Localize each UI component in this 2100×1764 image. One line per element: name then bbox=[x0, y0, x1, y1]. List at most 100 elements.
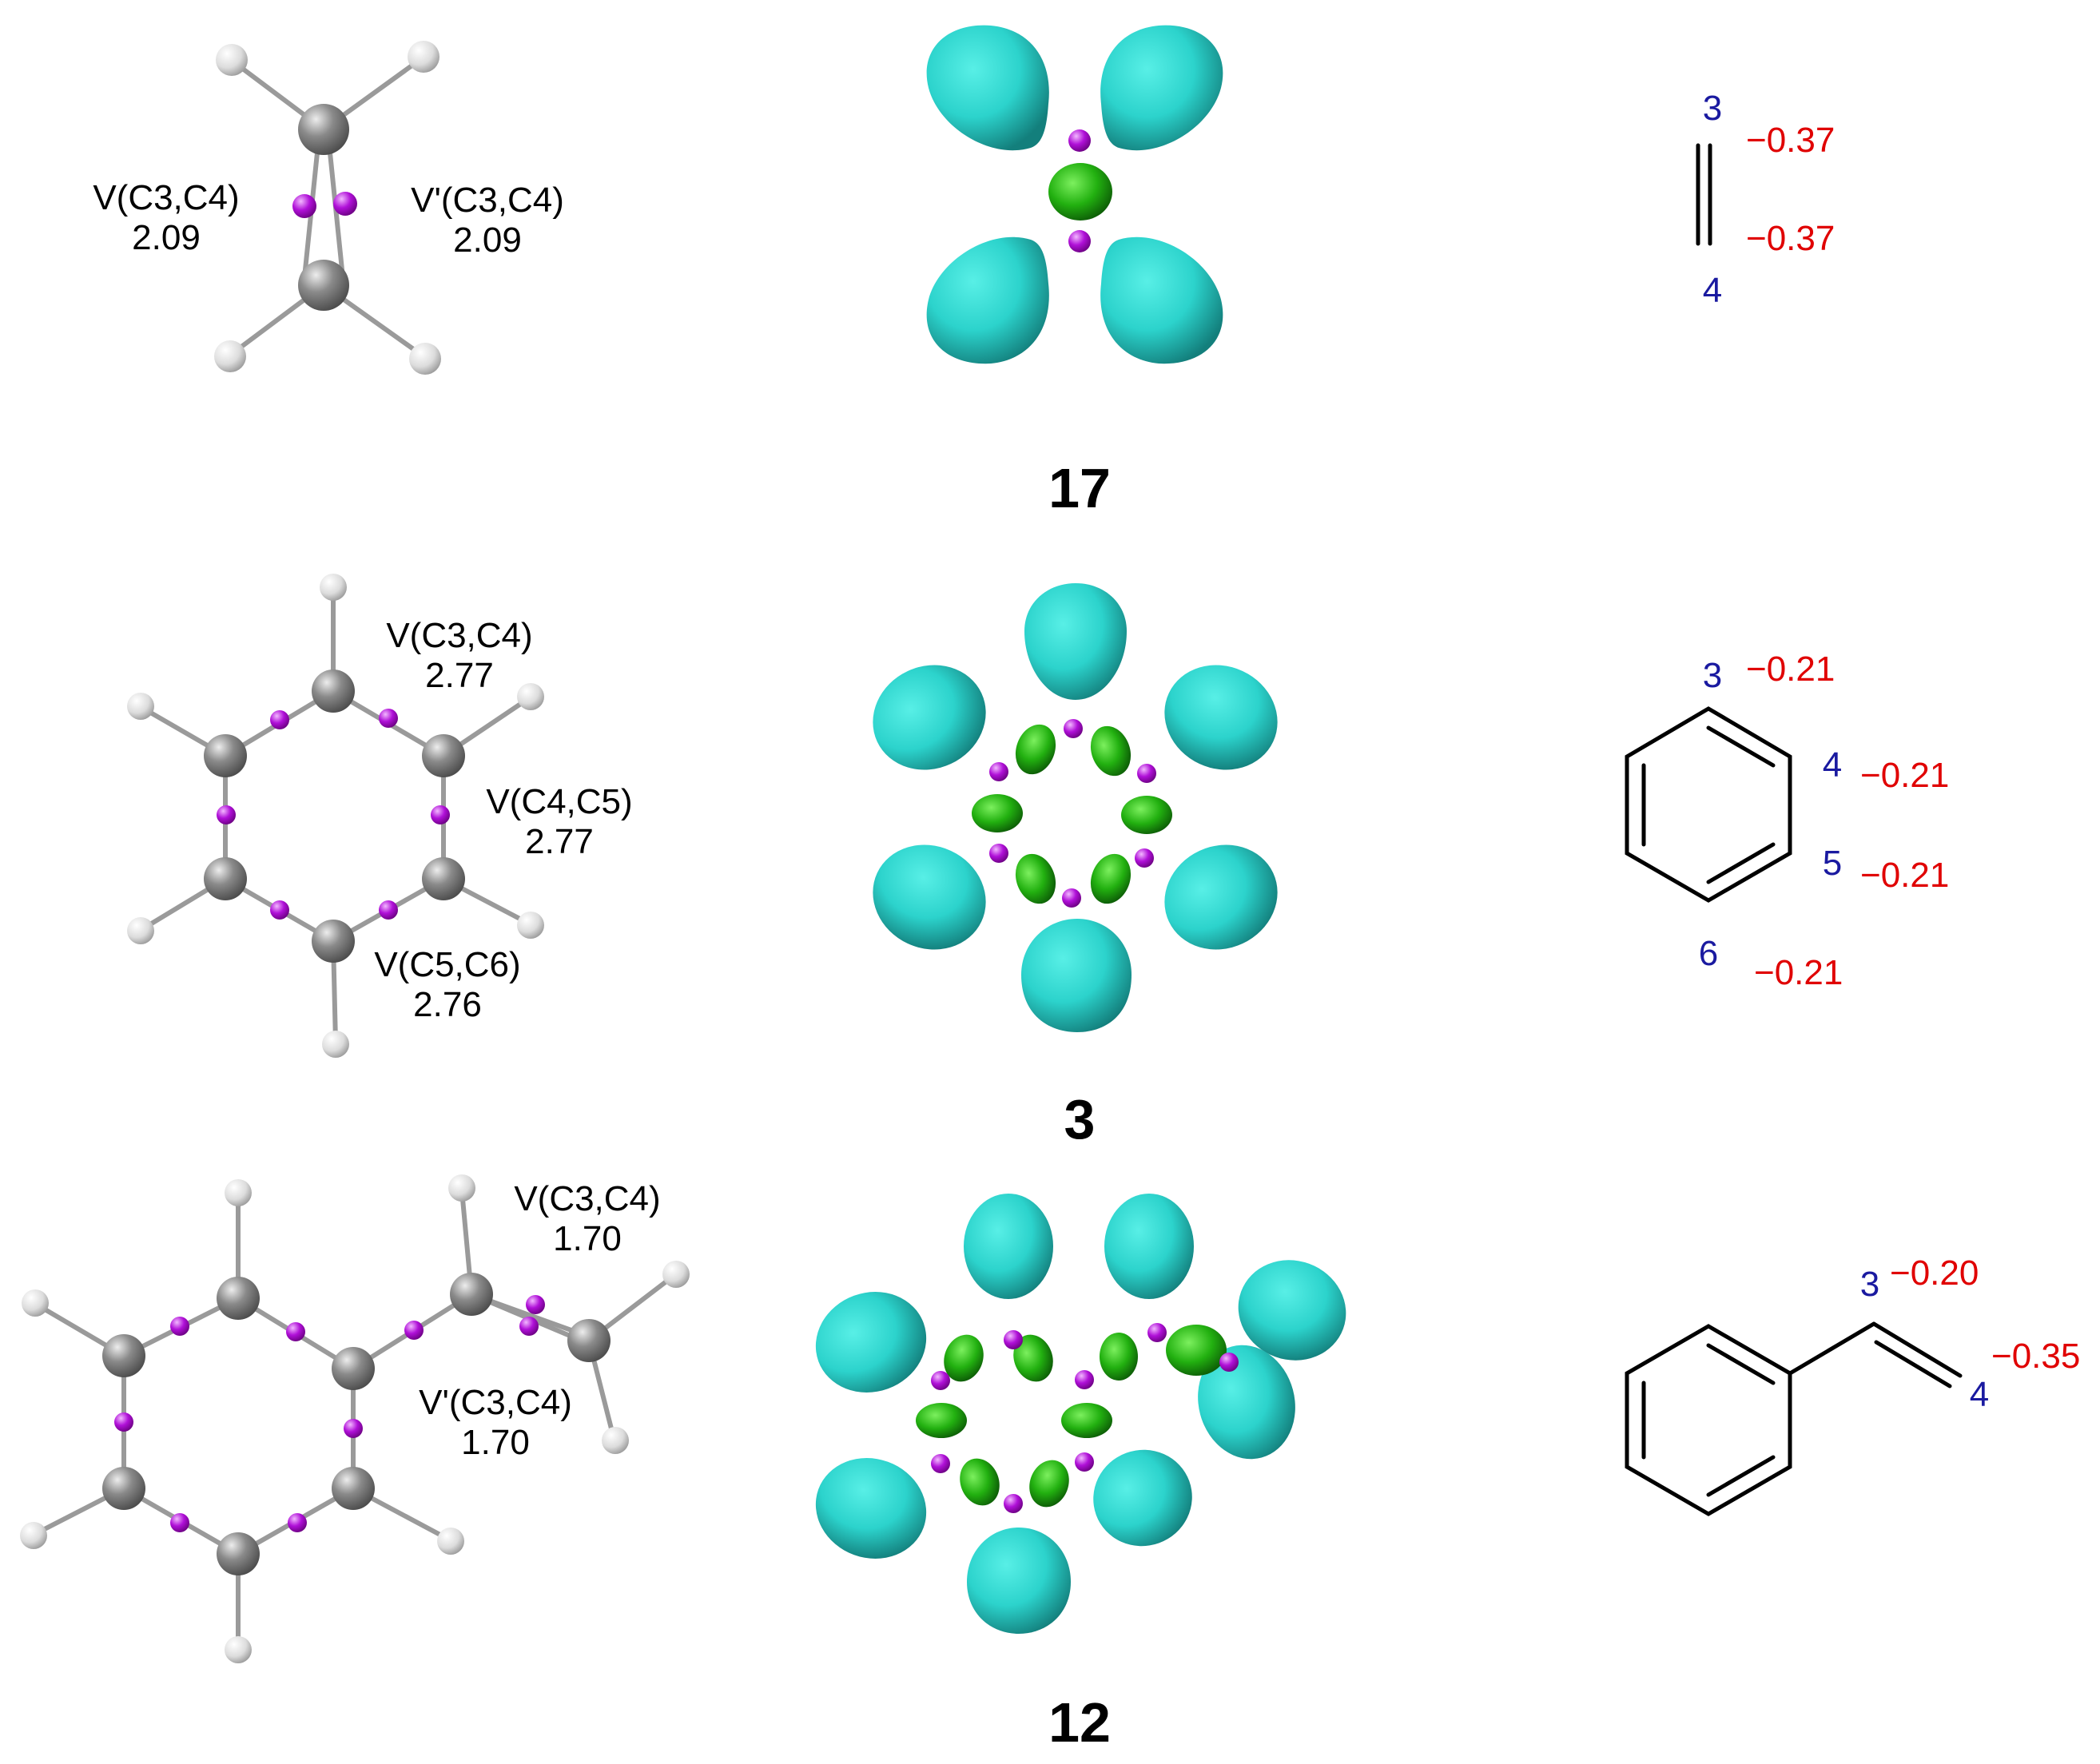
carbon-atom bbox=[217, 1277, 260, 1320]
disynaptic-basin bbox=[944, 1334, 984, 1382]
atom-number: 4 bbox=[1703, 271, 1722, 310]
hydrogen-atom bbox=[225, 1179, 252, 1206]
monosynaptic-basin bbox=[926, 236, 1049, 364]
atom-number: 3 bbox=[1703, 89, 1722, 128]
disynaptic-basin bbox=[1015, 724, 1056, 775]
attractor-point bbox=[526, 1295, 545, 1314]
compound-number: 3 bbox=[1064, 1088, 1096, 1150]
attractor-point bbox=[114, 1412, 133, 1432]
monosynaptic-basin bbox=[964, 1194, 1053, 1299]
basin-label-value: 1.70 bbox=[461, 1423, 530, 1462]
disynaptic-basin bbox=[1061, 1403, 1112, 1438]
atomic-charge: −0.35 bbox=[1991, 1337, 2080, 1376]
attractor-point bbox=[989, 762, 1008, 781]
monosynaptic-basin bbox=[1104, 1194, 1194, 1299]
monosynaptic-basin bbox=[1164, 844, 1278, 950]
basin-label-value: 2.09 bbox=[453, 220, 522, 260]
hydrogen-atom bbox=[408, 41, 439, 73]
hydrogen-atom bbox=[437, 1528, 464, 1555]
monosynaptic-basin bbox=[1198, 1345, 1295, 1460]
basin-label-name: V'(C3,C4) bbox=[411, 181, 564, 220]
carbon-atom bbox=[422, 734, 465, 777]
row-12-structure bbox=[1625, 1321, 1963, 1516]
atom-number: 4 bbox=[1970, 1375, 1989, 1414]
carbon-atom bbox=[332, 1347, 375, 1390]
disynaptic-basin bbox=[1029, 1460, 1069, 1508]
basin-label-value: 2.76 bbox=[413, 985, 482, 1024]
carbon-atom bbox=[312, 669, 355, 713]
attractor-point bbox=[1062, 888, 1081, 908]
monosynaptic-basin bbox=[1100, 25, 1223, 151]
disynaptic-basin bbox=[1090, 853, 1132, 904]
attractor-point bbox=[333, 192, 357, 216]
row-3-structure bbox=[1625, 706, 1792, 903]
monosynaptic-basin bbox=[873, 844, 986, 950]
carbon-atom bbox=[298, 260, 349, 311]
disynaptic-basin bbox=[1048, 163, 1112, 220]
hydrogen-atom bbox=[662, 1261, 690, 1288]
row-17-ball-and-stick bbox=[214, 41, 441, 375]
attractor-point bbox=[1135, 848, 1154, 868]
hydrogen-atom bbox=[127, 693, 154, 720]
hydrogen-atom bbox=[320, 574, 347, 601]
atomic-charge: −0.21 bbox=[1860, 856, 1949, 895]
carbon-atom bbox=[312, 920, 355, 963]
disynaptic-basin bbox=[1100, 1333, 1138, 1381]
attractor-point bbox=[1068, 129, 1091, 152]
disynaptic-basin bbox=[1121, 796, 1172, 834]
carbon-atom bbox=[332, 1467, 375, 1510]
disynaptic-basin bbox=[960, 1458, 1000, 1506]
carbon-atom bbox=[422, 857, 465, 900]
compound-number: 12 bbox=[1048, 1691, 1111, 1754]
basin-label-value: 2.09 bbox=[132, 218, 201, 257]
hydrogen-atom bbox=[322, 1031, 349, 1058]
atom-number: 5 bbox=[1823, 844, 1842, 883]
attractor-point bbox=[989, 844, 1008, 863]
disynaptic-basin bbox=[916, 1403, 967, 1438]
monosynaptic-basin bbox=[815, 1458, 927, 1559]
monosynaptic-basin bbox=[926, 25, 1049, 151]
basin-label-name: V(C3,C4) bbox=[514, 1179, 660, 1218]
attractor-point bbox=[931, 1371, 950, 1390]
attractor-point bbox=[217, 805, 236, 824]
attractor-point bbox=[1075, 1370, 1094, 1389]
hydrogen-atom bbox=[225, 1636, 252, 1663]
atom-number: 3 bbox=[1860, 1265, 1879, 1304]
attractor-point bbox=[379, 709, 398, 728]
hydrogen-atom bbox=[517, 683, 544, 710]
attractor-point bbox=[519, 1317, 539, 1336]
carbon-atom bbox=[567, 1319, 611, 1362]
disynaptic-basin bbox=[1090, 725, 1132, 777]
attractor-point bbox=[170, 1317, 189, 1336]
hydrogen-atom bbox=[22, 1289, 49, 1317]
disynaptic-basin bbox=[972, 794, 1023, 832]
hydrogen-atom bbox=[127, 917, 154, 944]
basin-label-name: V(C3,C4) bbox=[386, 616, 532, 655]
hydrogen-atom bbox=[448, 1174, 475, 1202]
attractor-point bbox=[1219, 1353, 1239, 1372]
monosynaptic-basin bbox=[1238, 1260, 1346, 1361]
monosynaptic-basin bbox=[1021, 919, 1132, 1032]
basin-label-name: V(C4,C5) bbox=[486, 782, 632, 821]
hydrogen-atom bbox=[216, 44, 248, 76]
monosynaptic-basin bbox=[873, 665, 986, 770]
carbon-atom bbox=[217, 1532, 260, 1575]
hydrogen-atom bbox=[517, 912, 544, 939]
hydrogen-atom bbox=[20, 1522, 47, 1549]
disynaptic-basin bbox=[1013, 1334, 1053, 1382]
atomic-charge: −0.21 bbox=[1754, 953, 1843, 992]
attractor-point bbox=[1004, 1330, 1023, 1349]
row-3-ball-and-stick bbox=[127, 574, 544, 1058]
atomic-charge: −0.37 bbox=[1746, 121, 1835, 160]
atom-number: 6 bbox=[1699, 934, 1718, 973]
attractor-point bbox=[379, 900, 398, 920]
atom-number: 4 bbox=[1823, 745, 1842, 785]
attractor-point bbox=[431, 805, 450, 824]
basin-label-name: V(C5,C6) bbox=[374, 945, 520, 984]
attractor-point bbox=[1147, 1323, 1167, 1342]
hydrogen-atom bbox=[409, 343, 441, 375]
attractor-point bbox=[270, 900, 289, 920]
atomic-charge: −0.20 bbox=[1890, 1253, 1979, 1293]
row-12-elf-isosurface bbox=[815, 1194, 1346, 1634]
